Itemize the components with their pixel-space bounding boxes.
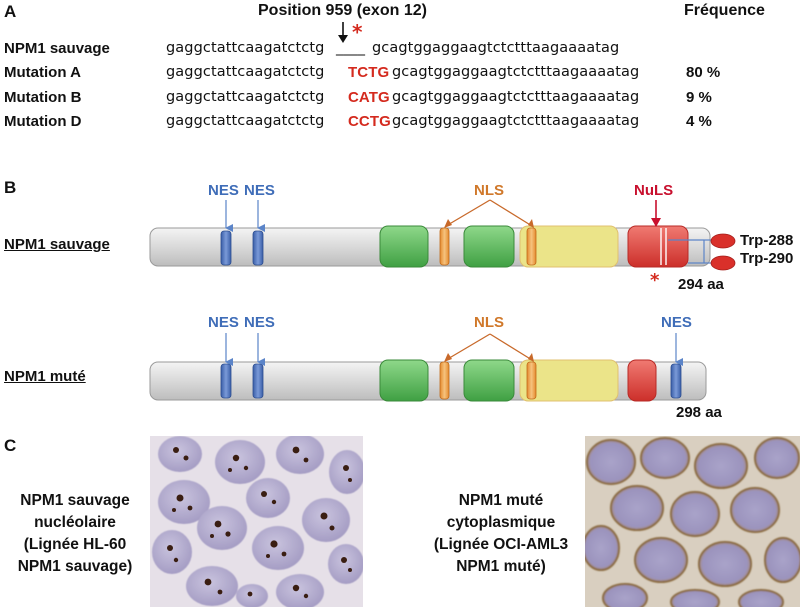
wild-protein [149, 199, 736, 271]
panel-b-letter: B [4, 178, 17, 197]
mutant-green-domain-2 [463, 359, 515, 402]
sequence-insert: CCTG [348, 113, 391, 130]
mutant-green-domain-1 [379, 359, 429, 402]
position-arrow-icon [338, 22, 348, 43]
left-caption-line-2: nucléolaire [34, 514, 116, 531]
right-caption-line-3: (Lignée OCI-AML3 [433, 536, 569, 553]
wild-length-label: 294 aa [678, 276, 724, 293]
mutant-nes-3 [670, 363, 682, 399]
wild-yellow-domain [519, 225, 619, 268]
left-caption-line-3: (Lignée HL-60 [23, 536, 127, 553]
right-caption: NPM1 muté cytoplasmique (Lignée OCI-AML3… [425, 490, 577, 578]
mutant-nls-1 [439, 361, 450, 400]
trp-288-marker [710, 233, 736, 249]
mutant-nes-1 [220, 363, 232, 399]
right-caption-line-4: NPM1 muté) [456, 558, 546, 575]
row-label: Mutation B [4, 89, 82, 106]
sequence-right: gcagtggaggaagtctctttaagaaaatag [372, 40, 620, 56]
wild-nes-label-2: NES [244, 182, 275, 199]
trp-288-label: Trp-288 [740, 232, 794, 249]
mutant-yellow-domain [519, 359, 619, 402]
mutant-nes-label-3: NES [661, 314, 692, 331]
wild-nes-1 [220, 230, 232, 266]
wild-green-domain-2 [463, 225, 515, 268]
sequence-insert: TCTG [348, 64, 390, 81]
wild-protein-label: NPM1 sauvage [4, 236, 110, 253]
mutant-protein-label: NPM1 muté [4, 368, 86, 385]
frequency-value: 80 % [686, 64, 721, 81]
left-caption-line-1: NPM1 sauvage [20, 492, 130, 509]
trp-290-label: Trp-290 [740, 250, 794, 267]
right-caption-line-2: cytoplasmique [446, 514, 556, 531]
sequence-gap: ____ [336, 40, 365, 56]
wild-green-domain-1 [379, 225, 429, 268]
micrograph-wild-type [150, 436, 363, 607]
frequency-value: 4 % [686, 113, 712, 130]
wild-nes-label-1: NES [208, 182, 239, 199]
wild-nls-2 [526, 227, 537, 266]
panel-a-letter: A [4, 2, 17, 21]
sequence-left: gaggctattcaagatctctg [166, 40, 325, 56]
left-caption-line-4: NPM1 sauvage) [17, 558, 133, 575]
wild-nes-2 [252, 230, 264, 266]
micrograph-mutant [585, 436, 800, 607]
row-label: NPM1 sauvage [4, 40, 110, 57]
left-caption: NPM1 sauvage nucléolaire (Lignée HL-60 N… [0, 490, 150, 578]
sequence-right: gcagtggaggaagtctctttaagaaaatag [392, 113, 640, 129]
sequence-left: gaggctattcaagatctctg [166, 64, 325, 80]
sequence-left: gaggctattcaagatctctg [166, 89, 325, 105]
panel-c-letter: C [4, 436, 17, 455]
wild-nls-label: NLS [474, 182, 504, 199]
mutant-length-label: 298 aa [676, 404, 722, 421]
mutant-nes-label-1: NES [208, 314, 239, 331]
wild-protein-backbone [149, 227, 711, 267]
frequency-value: 9 % [686, 89, 712, 106]
row-label: Mutation D [4, 113, 82, 130]
right-caption-line-1: NPM1 muté [458, 492, 544, 509]
sequence-right: gcagtggaggaagtctctttaagaaaatag [392, 89, 640, 105]
mutant-nes-label-2: NES [244, 314, 275, 331]
mutation-star-icon: * [352, 20, 363, 44]
mutant-nls-label: NLS [474, 314, 504, 331]
protein-diagram [149, 199, 736, 402]
wild-red-domain [627, 225, 689, 268]
frequency-header: Fréquence [684, 2, 765, 19]
mutant-nes-2 [252, 363, 264, 399]
sequence-left: gaggctattcaagatctctg [166, 113, 325, 129]
nuls-star-icon: * [650, 270, 660, 291]
trp-290-marker [710, 255, 736, 271]
mutant-red-domain [627, 359, 657, 402]
sequence-right: gcagtggaggaagtctctttaagaaaatag [392, 64, 640, 80]
wild-nuls-label: NuLS [634, 182, 674, 199]
mutant-nls-2 [526, 361, 537, 400]
mutant-protein [149, 333, 707, 402]
position-header: Position 959 (exon 12) [258, 2, 427, 19]
row-label: Mutation A [4, 64, 81, 81]
wild-nls-1 [439, 227, 450, 266]
sequence-insert: CATG [348, 89, 390, 106]
